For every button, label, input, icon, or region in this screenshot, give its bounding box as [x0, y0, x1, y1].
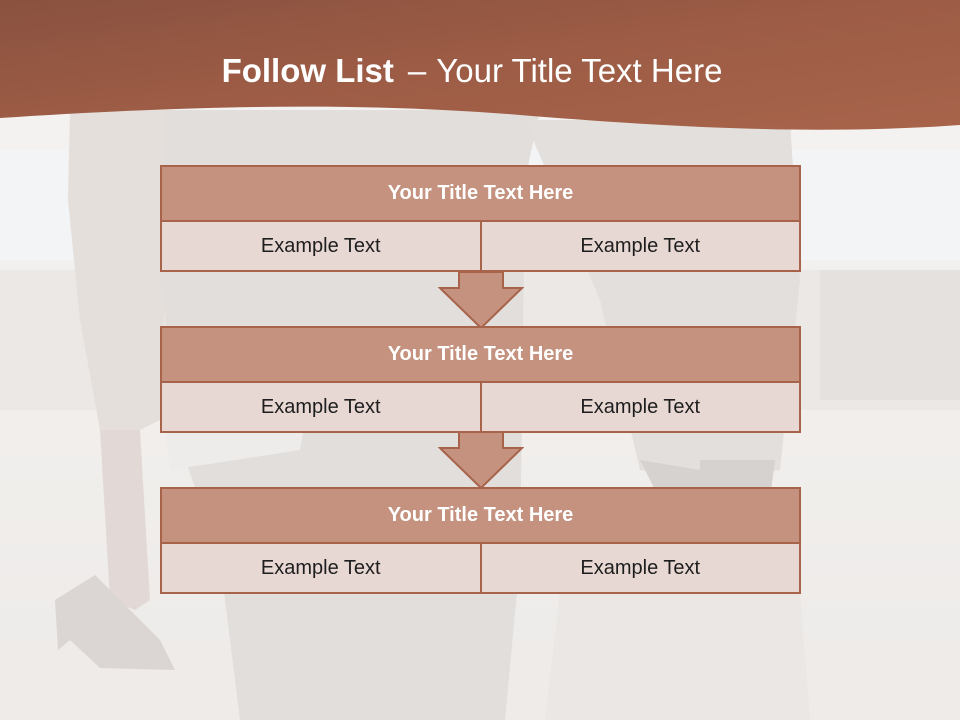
step-box-1: Your Title Text Here Example Text Exampl… — [160, 165, 801, 272]
step-title: Your Title Text Here — [160, 165, 801, 222]
step-box-2: Your Title Text Here Example Text Exampl… — [160, 326, 801, 433]
title-separator: – — [407, 52, 427, 89]
step-title: Your Title Text Here — [160, 326, 801, 383]
title-rest: Your Title Text Here — [436, 52, 723, 89]
step-row: Example Text Example Text — [160, 222, 801, 272]
step-cell-left: Example Text — [260, 556, 381, 579]
step-cell-right: Example Text — [479, 383, 800, 431]
step-cell-left: Example Text — [260, 234, 381, 257]
step-box-3: Your Title Text Here Example Text Exampl… — [160, 487, 801, 594]
step-row: Example Text Example Text — [160, 383, 801, 433]
step-cell-right: Example Text — [479, 222, 800, 270]
down-arrow-icon — [438, 272, 524, 330]
step-title: Your Title Text Here — [160, 487, 801, 544]
slide-title: Follow List–Your Title Text Here — [0, 52, 944, 90]
step-cell-right: Example Text — [479, 544, 800, 592]
title-bold: Follow List — [221, 52, 394, 89]
header-band — [0, 0, 960, 130]
step-cell-left: Example Text — [260, 395, 381, 418]
down-arrow-icon — [438, 432, 524, 490]
step-row: Example Text Example Text — [160, 544, 801, 594]
